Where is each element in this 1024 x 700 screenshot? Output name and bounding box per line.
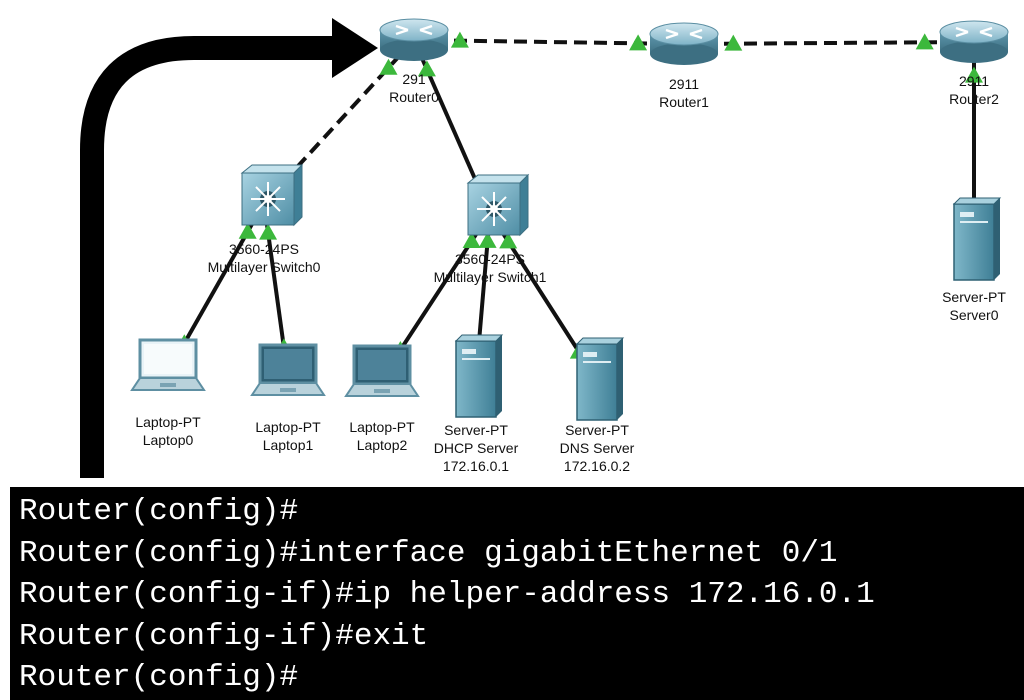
link-up-marker [462,232,481,249]
device-label-mls1: 3560-24PS Multilayer Switch1 [410,250,570,286]
device-name: Router2 [949,91,999,107]
laptop-icon[interactable] [130,338,206,391]
device-label-dns: Server-PT DNS Server 172.16.0.2 [517,421,677,475]
router-icon[interactable] [379,18,449,61]
laptop-icon[interactable] [250,343,326,396]
device-name: Server0 [949,307,999,323]
multilayer-switch-icon[interactable] [240,163,304,227]
highlight-arrow-head [332,18,378,78]
router-icon[interactable] [939,20,1009,63]
highlight-arrow [80,36,335,478]
network-topology [80,18,1009,478]
device-label-server0: Server-PT Server0 [894,288,1024,324]
link-up-marker [450,31,469,48]
device-model: Laptop-PT [135,414,201,430]
link-up-marker [915,33,934,50]
server-icon[interactable] [575,337,625,421]
device-ip: 172.16.0.2 [563,458,631,474]
device-name: Router1 [659,94,709,110]
device-model: 3560-24PS [454,251,526,267]
link-up-marker [417,60,436,77]
device-model: 3560-24PS [228,241,300,257]
device-name: Router0 [389,89,439,105]
console-line: Router(config)# [19,660,299,695]
console-line: Router(config)#interface gigabitEthernet… [19,535,838,571]
device-label-laptop1: Laptop-PT Laptop1 [208,418,368,454]
link-up-marker [724,34,743,51]
device-ip: 172.16.0.1 [442,458,510,474]
link-up-marker [965,66,983,83]
device-name: Laptop2 [356,437,408,453]
link-up-marker [259,223,278,240]
device-name: Laptop0 [142,432,194,448]
device-name: Multilayer Switch1 [433,269,547,285]
laptop-icon[interactable] [344,344,420,397]
server-icon[interactable] [454,334,504,418]
router-icon[interactable] [649,22,719,65]
device-model: 291 [402,71,426,87]
device-model: 2911 [668,76,700,92]
device-name: DNS Server [559,440,635,456]
console-line: Router(config)# [19,494,299,529]
device-label-dhcp: Server-PT DHCP Server 172.16.0.1 [396,421,556,475]
device-model: 2911 [958,73,990,89]
device-model: Server-PT [565,422,629,438]
console-line: Router(config-if)#ip helper-address 172.… [19,577,875,612]
link-up-marker [379,58,398,75]
device-model: Server-PT [444,422,508,438]
device-name: Laptop1 [262,437,314,453]
device-model: Laptop-PT [255,419,321,435]
link-up-marker [238,222,257,239]
device-label-mls0: 3560-24PS Multilayer Switch0 [184,240,344,276]
console-line: Router(config-if)#exit [19,618,429,654]
router-cli-console: Router(config)# Router(config)#interface… [10,487,1024,700]
link-up-marker [629,34,648,51]
device-name: Multilayer Switch0 [207,259,321,275]
link-up-marker [478,231,497,248]
device-label-laptop0: Laptop-PT Laptop0 [88,413,248,449]
device-label-laptop2: Laptop-PT Laptop2 [302,418,462,454]
device-model: Server-PT [942,289,1006,305]
device-name: DHCP Server [433,440,519,456]
device-model: Laptop-PT [349,419,415,435]
multilayer-switch-icon[interactable] [466,173,530,237]
server-icon[interactable] [952,197,1002,281]
link-up-marker [499,232,518,249]
